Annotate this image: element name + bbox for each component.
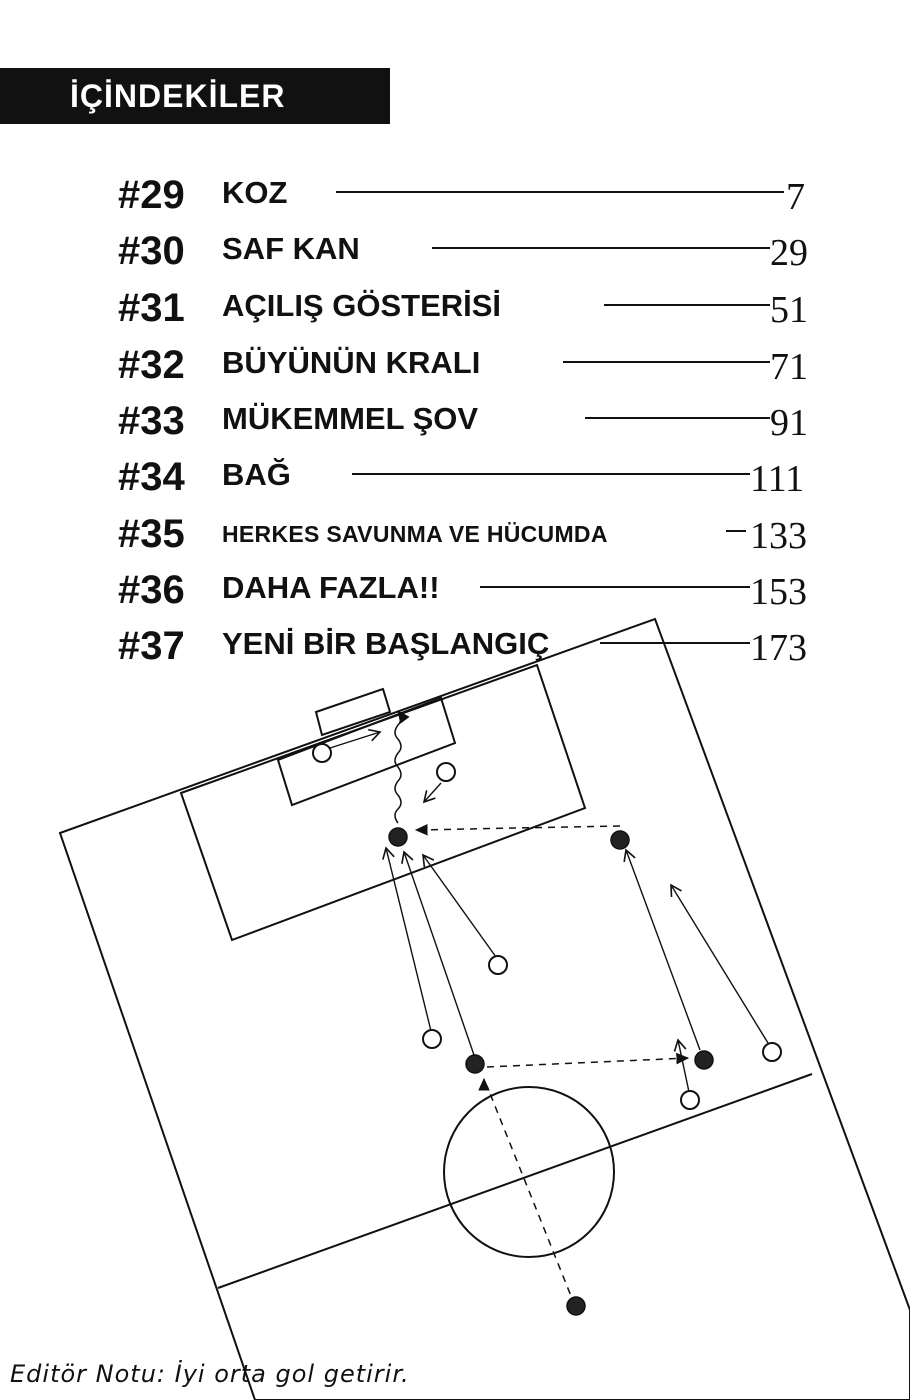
page-title: İÇİNDEKİLER	[70, 78, 286, 114]
toc-entry-title: KOZ	[222, 175, 288, 210]
toc-entry-page: 7	[786, 176, 805, 218]
toc-leader-line	[480, 586, 750, 588]
toc-entry-number: #32	[118, 343, 185, 387]
field-outline	[58, 617, 910, 1400]
goal-area	[276, 696, 457, 807]
toc-leader-line	[563, 361, 770, 363]
toc-entry-number: #33	[118, 399, 185, 443]
toc-entry-page: 133	[750, 515, 807, 557]
toc-entry[interactable]: #37 YENİ BİR BAŞLANGIÇ 173	[0, 621, 910, 671]
toc-entry[interactable]: #32 BÜYÜNÜN KRALI 71	[0, 340, 910, 390]
toc-entry-page: 173	[750, 627, 807, 669]
toc-leader-line	[432, 247, 770, 249]
toc-entry-number: #30	[118, 229, 185, 273]
toc-entry-page: 51	[770, 289, 808, 331]
toc-entry-title: DAHA FAZLA!!	[222, 570, 440, 605]
halfway-line	[217, 1073, 813, 1289]
editor-note: Editör Notu: İyi orta gol getirir.	[10, 1360, 410, 1388]
toc-entry[interactable]: #29 KOZ 7	[0, 170, 910, 220]
toc-entry[interactable]: #30 SAF KAN 29	[0, 226, 910, 276]
toc-entry-title: YENİ BİR BAŞLANGIÇ	[222, 626, 550, 661]
toc-entry-number: #36	[118, 568, 185, 612]
toc-entry-number: #35	[118, 512, 185, 556]
toc-leader-line	[336, 191, 784, 193]
toc-leader-line	[600, 642, 750, 644]
toc-entry[interactable]: #31 AÇILIŞ GÖSTERİSİ 51	[0, 283, 910, 333]
toc-entry-page: 91	[770, 402, 808, 444]
toc-entry[interactable]: #33 MÜKEMMEL ŞOV 91	[0, 396, 910, 446]
soccer-tactics-diagram-icon	[58, 617, 910, 1400]
toc-entry-title: SAF KAN	[222, 231, 360, 266]
toc-leader-line	[585, 417, 770, 419]
toc-entry-number: #37	[118, 624, 185, 668]
toc-entry-title: BÜYÜNÜN KRALI	[222, 345, 481, 380]
header-bar: İÇİNDEKİLER	[0, 68, 390, 124]
toc-entry-page: 111	[750, 458, 805, 500]
toc-entry-title: MÜKEMMEL ŞOV	[222, 401, 479, 436]
penalty-box	[179, 663, 587, 942]
toc-entry[interactable]: #36 DAHA FAZLA!! 153	[0, 565, 910, 615]
toc-entry-number: #29	[118, 173, 185, 217]
table-of-contents: #29 KOZ 7 #30 SAF KAN 29 #31 AÇILIŞ GÖST…	[0, 170, 910, 671]
center-circle	[443, 1086, 615, 1258]
toc-entry-number: #31	[118, 286, 185, 330]
toc-entry[interactable]: #35 HERKES SAVUNMA VE HÜCUMDA 133	[0, 509, 910, 559]
toc-entry-title: BAĞ	[222, 457, 291, 492]
toc-entry-number: #34	[118, 455, 185, 499]
toc-entry-title: HERKES SAVUNMA VE HÜCUMDA	[222, 521, 608, 547]
toc-leader-line	[604, 304, 770, 306]
toc-entry-page: 29	[770, 232, 808, 274]
toc-leader-line	[726, 530, 746, 532]
toc-entry-page: 153	[750, 571, 807, 613]
toc-leader-line	[352, 473, 750, 475]
toc-entry-page: 71	[770, 346, 808, 388]
goal	[314, 687, 392, 737]
toc-entry[interactable]: #34 BAĞ 111	[0, 452, 910, 502]
toc-entry-title: AÇILIŞ GÖSTERİSİ	[222, 288, 502, 323]
